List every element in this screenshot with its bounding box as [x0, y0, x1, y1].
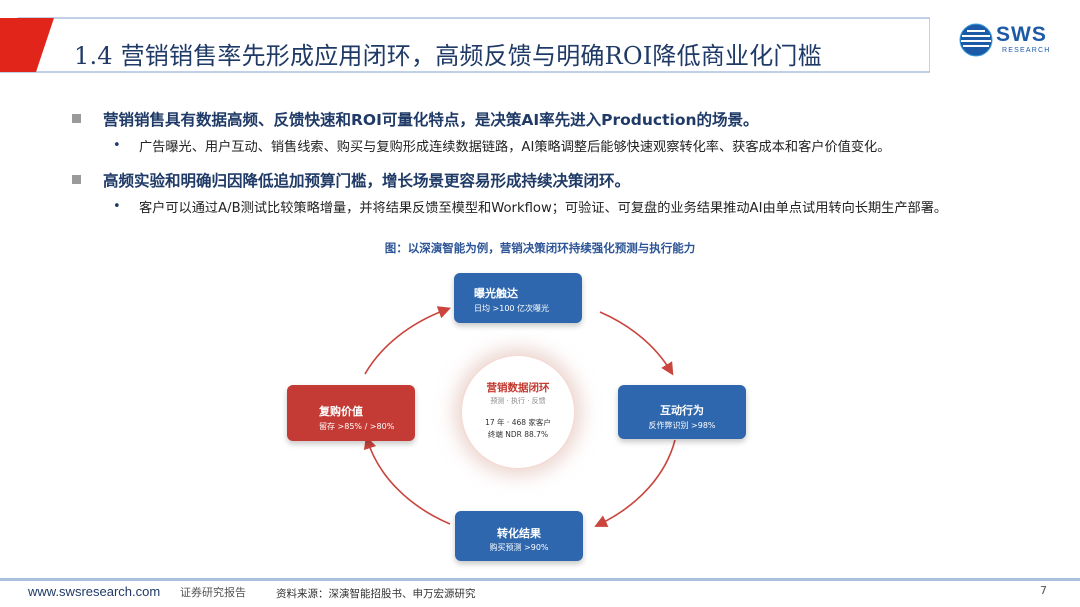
node-conversion-title: 转化结果: [497, 527, 541, 540]
arrow-right-bottom: [594, 439, 676, 527]
slide-title: 1.4 营销销售率先形成应用闭环，高频反馈与明确ROI降低商业化门槛: [74, 42, 822, 70]
node-repurchase-title: 复购价值: [319, 405, 363, 418]
loop-diagram: 曝光触达 日均 >100 亿次曝光 互动行为 反作弊识别 >98% 转化结果 购…: [270, 262, 810, 570]
node-repurchase-sub: 留存 >85% / >80%: [319, 422, 395, 431]
node-exposure: 曝光触达 日均 >100 亿次曝光: [454, 273, 582, 323]
cycle-arrows: [363, 306, 676, 527]
footer-website-link[interactable]: www.swsresearch.com: [28, 584, 161, 599]
arrow-top-right: [599, 311, 674, 376]
page-number: 7: [1040, 584, 1047, 597]
square-bullet-icon: [72, 175, 81, 184]
center-hub: 营销数据闭环 预测 · 执行 · 反馈 17 年 · 468 家客户 终端 ND…: [460, 354, 576, 470]
logo-text: SWS: [996, 23, 1047, 46]
center-line-1: 17 年 · 468 家客户: [485, 418, 551, 427]
title-banner: [0, 12, 930, 78]
bullet-1-text: 营销销售具有数据高频、反馈快速和ROI可量化特点，是决策AI率先进入Produc…: [103, 111, 759, 129]
footer-source: 资料来源：深演智能招股书、申万宏源研究: [276, 588, 476, 600]
center-title: 营销数据闭环: [486, 382, 550, 394]
arrow-left-top: [364, 306, 451, 375]
sub-bullet-1-text: 广告曝光、用户互动、销售线索、购买与复购形成连续数据链路，AI策略调整后能够快速…: [139, 140, 891, 155]
node-repurchase: 复购价值 留存 >85% / >80%: [287, 385, 415, 441]
footer-report-label: 证券研究报告: [180, 586, 246, 599]
arrow-bottom-left: [363, 435, 451, 525]
logo-subtext: RESEARCH: [1002, 47, 1051, 54]
globe-icon: [959, 23, 993, 57]
title-banner-shape: [0, 17, 930, 73]
node-interaction: 互动行为 反作弊识别 >98%: [618, 385, 746, 439]
dot-bullet-icon: •: [113, 138, 121, 153]
footer-divider: [0, 578, 1080, 581]
bullet-2-text: 高频实验和明确归因降低追加预算门槛，增长场景更容易形成持续决策闭环。: [103, 172, 631, 190]
figure-caption: 图：以深演智能为例，营销决策闭环持续强化预测与执行能力: [384, 241, 696, 255]
node-exposure-title: 曝光触达: [474, 287, 518, 300]
node-interaction-title: 互动行为: [660, 404, 704, 417]
node-conversion: 转化结果 购买预测 >90%: [455, 511, 583, 561]
node-exposure-sub: 日均 >100 亿次曝光: [474, 304, 550, 313]
node-conversion-sub: 购买预测 >90%: [489, 543, 549, 552]
center-line-2: 终端 NDR 88.7%: [487, 430, 549, 439]
square-bullet-icon: [72, 114, 81, 123]
red-accent-shape: [0, 18, 54, 72]
center-subtitle: 预测 · 执行 · 反馈: [490, 397, 546, 405]
sub-bullet-2-text: 客户可以通过A/B测试比较策略增量，并将结果反馈至模型和Workflow；可验证…: [139, 201, 948, 216]
node-interaction-sub: 反作弊识别 >98%: [648, 421, 716, 430]
sws-logo: SWS RESEARCH: [958, 20, 1062, 60]
dot-bullet-icon: •: [113, 199, 121, 214]
